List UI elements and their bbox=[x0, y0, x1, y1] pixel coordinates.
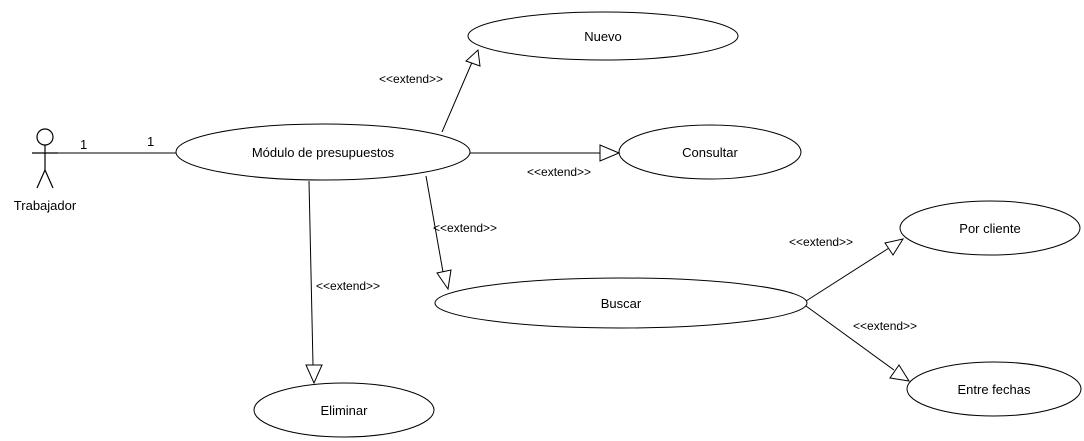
extend-label: <<extend>> bbox=[316, 279, 380, 293]
usecase-label: Consultar bbox=[682, 145, 738, 160]
extend-modulo-nuevo: <<extend>> bbox=[379, 48, 481, 133]
actor-right-leg bbox=[44, 169, 54, 189]
actor-label: Trabajador bbox=[14, 198, 77, 213]
extend-label: <<extend>> bbox=[789, 235, 853, 249]
extend-label: <<extend>> bbox=[433, 221, 497, 235]
extend-label: <<extend>> bbox=[379, 72, 443, 86]
actor-left-leg bbox=[36, 169, 46, 189]
usecase-label: Buscar bbox=[601, 296, 642, 311]
extend-modulo-buscar: <<extend>> bbox=[425, 175, 497, 291]
usecase-multiplicity: 1 bbox=[147, 134, 154, 149]
actor-trabajador[interactable]: Trabajador bbox=[14, 128, 77, 213]
usecase-eliminar[interactable]: Eliminar bbox=[253, 382, 435, 438]
extend-buscar-por-cliente: <<extend>> bbox=[789, 235, 905, 302]
extend-label: <<extend>> bbox=[853, 319, 917, 333]
usecase-buscar[interactable]: Buscar bbox=[434, 277, 808, 329]
extend-modulo-consultar: <<extend>> bbox=[470, 144, 621, 179]
usecase-label: Por cliente bbox=[959, 221, 1020, 236]
extend-buscar-entre-fechas: <<extend>> bbox=[805, 305, 917, 382]
usecase-label: Módulo de presupuestos bbox=[252, 145, 395, 160]
usecase-label: Nuevo bbox=[584, 29, 622, 44]
usecase-nuevo[interactable]: Nuevo bbox=[467, 11, 739, 61]
usecase-por-cliente[interactable]: Por cliente bbox=[899, 200, 1081, 256]
usecase-label: Eliminar bbox=[321, 403, 369, 418]
usecase-modulo-presupuestos[interactable]: Módulo de presupuestos bbox=[175, 123, 471, 181]
usecase-entre-fechas[interactable]: Entre fechas bbox=[906, 361, 1082, 417]
actor-head bbox=[36, 128, 54, 146]
extend-modulo-eliminar: <<extend>> bbox=[305, 180, 380, 385]
usecase-consultar[interactable]: Consultar bbox=[618, 124, 802, 180]
usecase-label: Entre fechas bbox=[958, 382, 1031, 397]
extend-label: <<extend>> bbox=[527, 165, 591, 179]
actor-multiplicity: 1 bbox=[80, 137, 87, 152]
